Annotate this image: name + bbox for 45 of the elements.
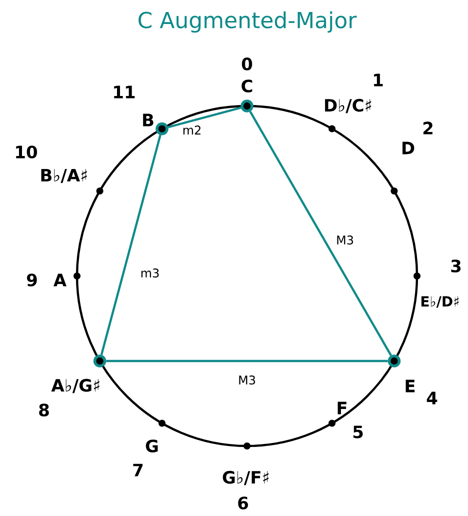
node-label: A♭/G♯ [51,378,100,394]
node-label: E [406,380,415,392]
pitch-node: E 4 [388,354,438,404]
node-label: 11 [114,86,135,98]
node-label: E♭/D♯ [421,296,459,308]
node-label: 1 [374,74,383,86]
node-label: 8 [39,404,49,416]
pitch-node: F 5 [328,402,363,438]
node-label: B♭/A♯ [41,169,87,184]
pitch-node: 0 C [240,58,254,112]
node-label: A [54,274,67,286]
node-label: F [338,402,346,414]
edge-label: M3 [237,374,257,386]
pitch-node: 1 D♭/C♯ [325,74,383,132]
pitch-node: G 7 [133,420,166,476]
node-label: 10 [16,146,38,158]
node-label: 9 [26,274,37,286]
edge-label: m3 [139,267,161,279]
node-label: 0 [242,58,252,70]
pitch-node: 2 D [390,122,432,194]
interval-line [249,111,392,356]
title: C Augmented-Major [138,11,357,33]
node-label: D [402,142,414,154]
node-label: C [242,80,252,92]
interval-line [168,106,242,128]
pitch-node: 11 B [114,86,168,136]
node-label: 7 [133,464,143,476]
interval-line [100,134,162,356]
edge-label: M3 [335,234,355,246]
pitch-node: A♭/G♯ 8 [39,354,106,416]
pitch-node: 9 A [26,272,80,286]
pitch-node: 10 B♭/A♯ [16,146,104,194]
node-label: G♭/F♯ [222,470,269,486]
node-label: 4 [426,392,438,404]
node-label: G [146,440,158,452]
edge-label: m2 [181,124,203,136]
interval-line [106,360,388,362]
node-label: D♭/C♯ [325,98,372,114]
pitch-node: 3 E♭/D♯ [414,260,461,308]
node-label: 2 [423,122,432,134]
pitch-node: G♭/F♯ 6 [222,442,269,510]
node-label: 6 [238,496,248,510]
node-label: 5 [353,426,363,438]
node-label: B [143,114,154,126]
node-label: 3 [451,260,461,272]
